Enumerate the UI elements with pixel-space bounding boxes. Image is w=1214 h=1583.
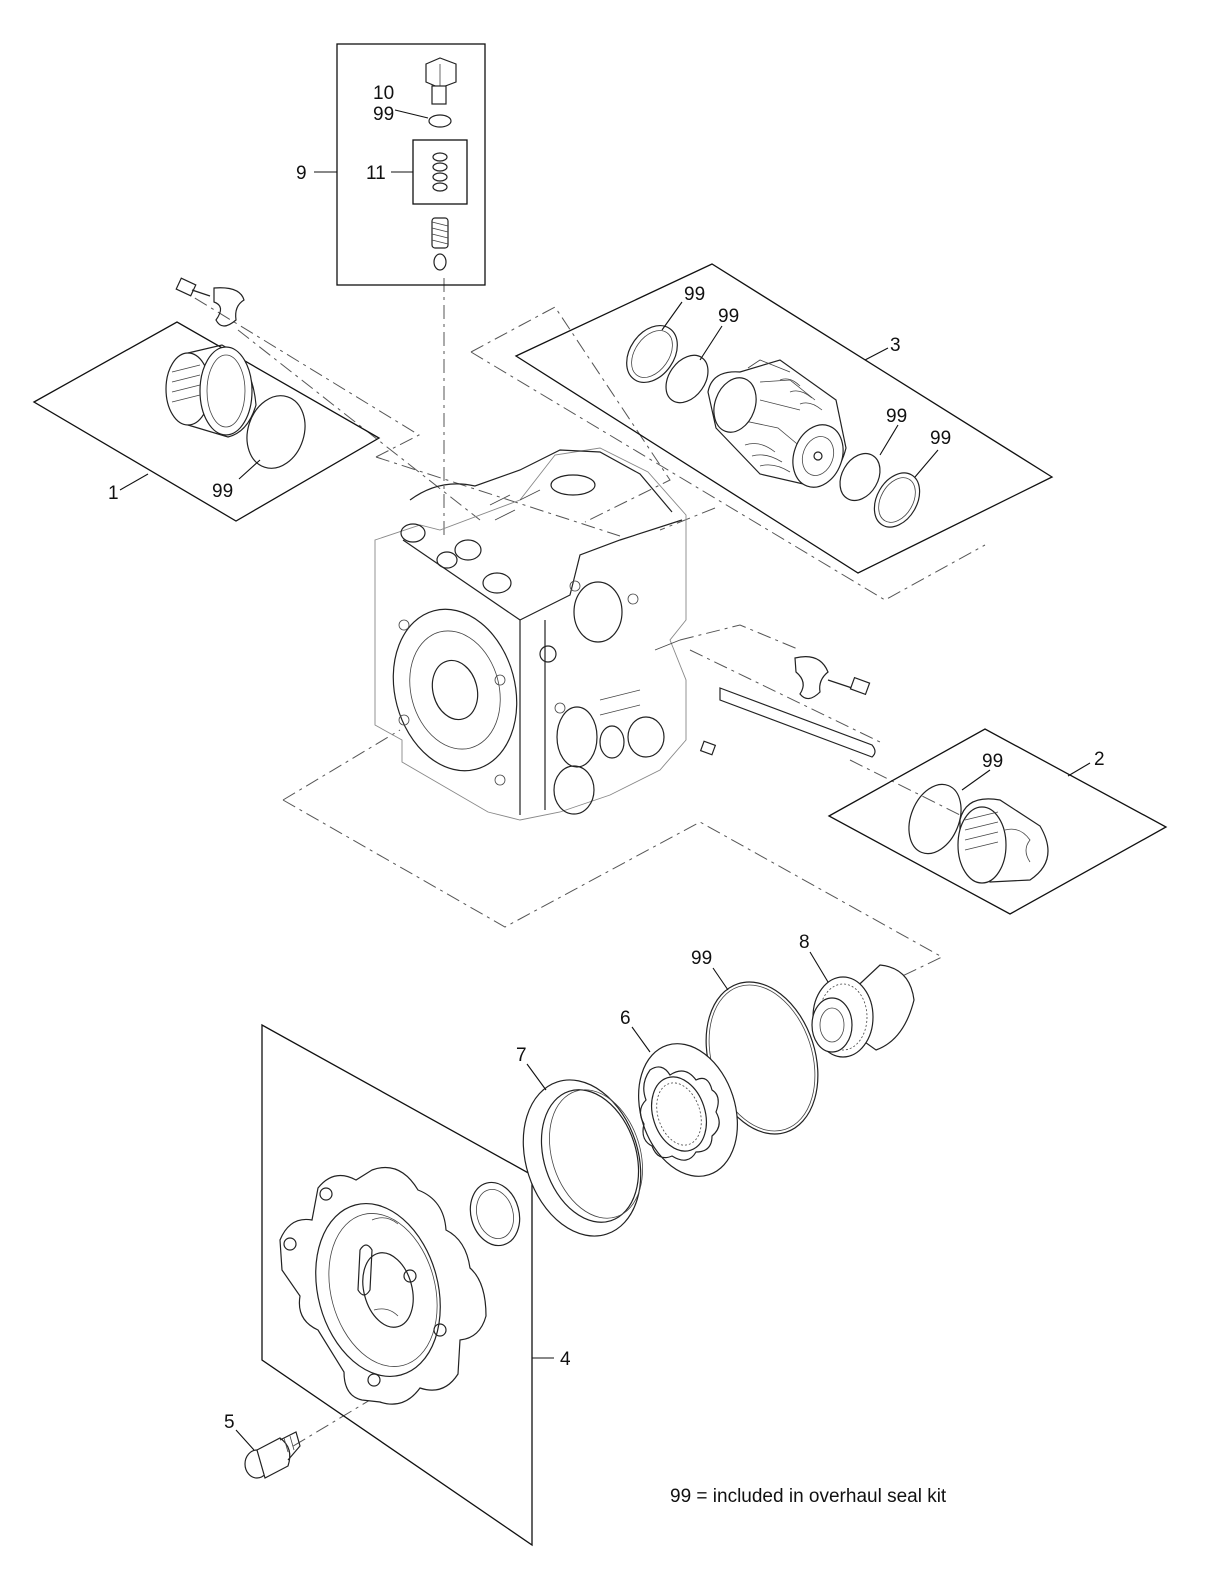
main-housing (374, 447, 687, 821)
item-3-parts (626, 325, 921, 528)
callout-1: 1 (108, 483, 119, 504)
callout-99-b3d: 99 (930, 428, 951, 449)
callout-99-b3b: 99 (718, 306, 739, 327)
item-4-parts (279, 1166, 521, 1405)
callout-99-top: 99 (373, 104, 394, 125)
callout-11: 11 (366, 163, 386, 184)
item-2-parts (908, 783, 1049, 884)
frame-item-9 (336, 43, 486, 286)
item-9-parts (425, 57, 457, 271)
callout-99-b3c: 99 (886, 406, 907, 427)
item-1-parts (165, 344, 306, 469)
callout-2: 2 (1094, 749, 1105, 770)
item-5-parts (244, 1431, 301, 1479)
callout-6: 6 (620, 1008, 631, 1029)
callout-7: 7 (516, 1045, 527, 1066)
callout-99-b2: 99 (982, 751, 1003, 772)
callout-3: 3 (890, 335, 901, 356)
item-6-parts (638, 1043, 738, 1177)
callout-99-b3a: 99 (684, 284, 705, 305)
frame-item-3 (514, 263, 1054, 574)
bolt-lockplate-left (175, 277, 245, 327)
item-7-parts (522, 1079, 643, 1237)
frame-item-4 (261, 1023, 533, 1547)
leader-lines (119, 109, 1091, 1451)
frame-item-2 (827, 728, 1168, 915)
callout-labels: 10 99 11 9 1 99 99 99 3 99 99 2 99 99 8 … (108, 83, 1105, 1433)
callout-8: 8 (799, 932, 810, 953)
callout-10: 10 (373, 83, 394, 104)
kit-frames (32, 43, 1168, 1547)
frame-item-11 (412, 139, 468, 205)
callout-99-bottom: 99 (691, 948, 712, 969)
frame-item-1 (32, 321, 381, 522)
item-8-parts (811, 964, 915, 1058)
legend-note: 99 = included in overhaul seal kit (670, 1486, 947, 1507)
bolt-lockplate-right (699, 656, 876, 758)
callout-4: 4 (560, 1349, 571, 1370)
callout-5: 5 (224, 1412, 235, 1433)
callout-99-left: 99 (212, 481, 233, 502)
callout-9: 9 (296, 163, 307, 184)
